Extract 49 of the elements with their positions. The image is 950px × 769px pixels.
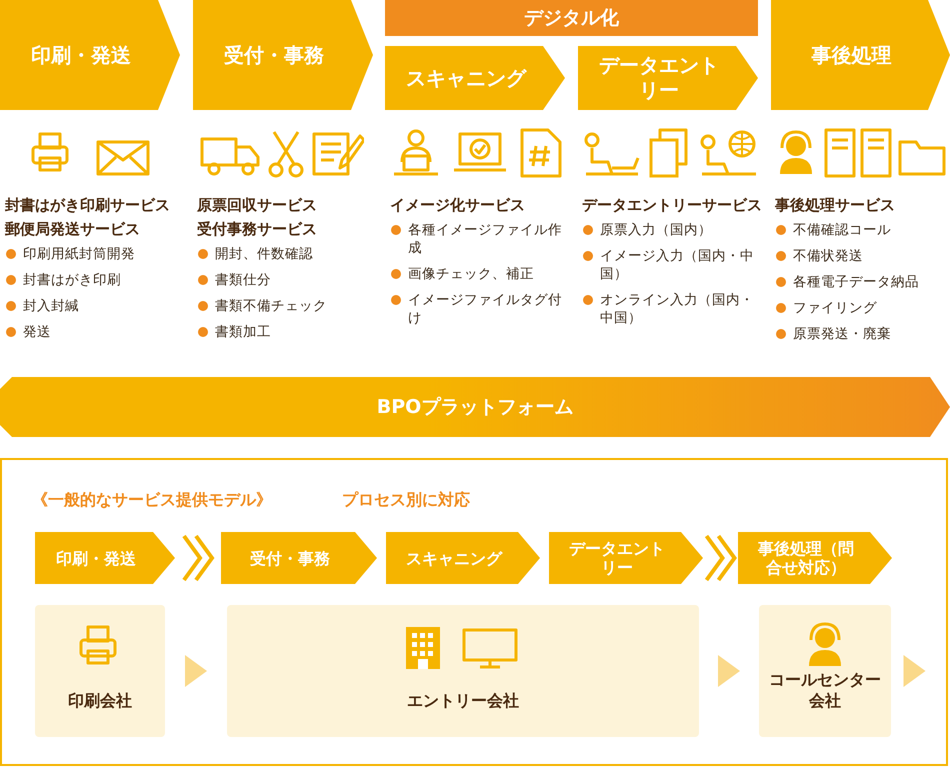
process-step: データエントリー xyxy=(549,532,703,584)
bullet-item: 原票入力（国内） xyxy=(582,221,760,239)
bullet-item: イメージ入力（国内・中国） xyxy=(582,247,760,283)
service-heading: 郵便局発送サービス xyxy=(5,219,141,239)
platform-arrow-bar: BPOプラットフォーム xyxy=(0,377,950,437)
bullet-item: 各種イメージファイル作成 xyxy=(390,221,568,257)
service-heading: データエントリーサービス xyxy=(582,195,763,215)
bullet-item: オンライン入力（国内・中国） xyxy=(582,291,760,327)
service-heading: 原票回収サービス xyxy=(197,195,318,215)
triangle-arrow xyxy=(718,655,740,687)
bullet-item: 不備状発送 xyxy=(775,247,950,265)
company-card: コールセンター会社 xyxy=(759,605,891,737)
process-step: スキャニング xyxy=(386,532,540,584)
company-card: エントリー会社 xyxy=(227,605,699,737)
bullet-item: 不備確認コール xyxy=(775,221,950,239)
service-heading: 封書はがき印刷サービス xyxy=(5,195,171,215)
process-step: 受付・事務 xyxy=(221,532,377,584)
bullet-item: 書類加工 xyxy=(197,323,375,341)
panel-heading: プロセス別に対応 xyxy=(342,490,470,511)
process-step: データエントリー xyxy=(578,46,758,110)
bullet-item: 印刷用紙封筒開発 xyxy=(5,245,183,263)
triangle-arrow xyxy=(185,655,207,687)
process-step: スキャニング xyxy=(385,46,565,110)
process-step: 印刷・発送 xyxy=(0,0,180,110)
bullet-item: 各種電子データ納品 xyxy=(775,273,950,291)
bullet-item: 原票発送・廃棄 xyxy=(775,325,950,343)
bullet-item: 封書はがき印刷 xyxy=(5,271,183,289)
double-chevron-arrow xyxy=(704,534,737,582)
bullet-item: 封入封緘 xyxy=(5,297,183,315)
bullet-item: ファイリング xyxy=(775,299,950,317)
phase-banner: デジタル化 xyxy=(385,0,758,36)
bullet-item: 画像チェック、補正 xyxy=(390,265,568,283)
bullet-item: 書類仕分 xyxy=(197,271,375,289)
triangle-arrow xyxy=(904,655,926,687)
panel-heading: 《一般的なサービス提供モデル》 xyxy=(32,490,272,511)
service-heading: 受付事務サービス xyxy=(197,219,318,239)
company-card: 印刷会社 xyxy=(35,605,165,737)
bullet-item: 書類不備チェック xyxy=(197,297,375,315)
service-heading: イメージ化サービス xyxy=(390,195,526,215)
bullet-item: 開封、件数確認 xyxy=(197,245,375,263)
process-step: 事後処理 xyxy=(771,0,950,110)
bullet-item: 発送 xyxy=(5,323,183,341)
process-step: 受付・事務 xyxy=(193,0,373,110)
service-heading: 事後処理サービス xyxy=(775,195,896,215)
process-step: 事後処理（問合せ対応） xyxy=(738,532,892,584)
process-step: 印刷・発送 xyxy=(35,532,175,584)
double-chevron-arrow xyxy=(182,534,214,582)
model-panel xyxy=(0,458,948,766)
bullet-item: イメージファイルタグ付け xyxy=(390,291,568,327)
